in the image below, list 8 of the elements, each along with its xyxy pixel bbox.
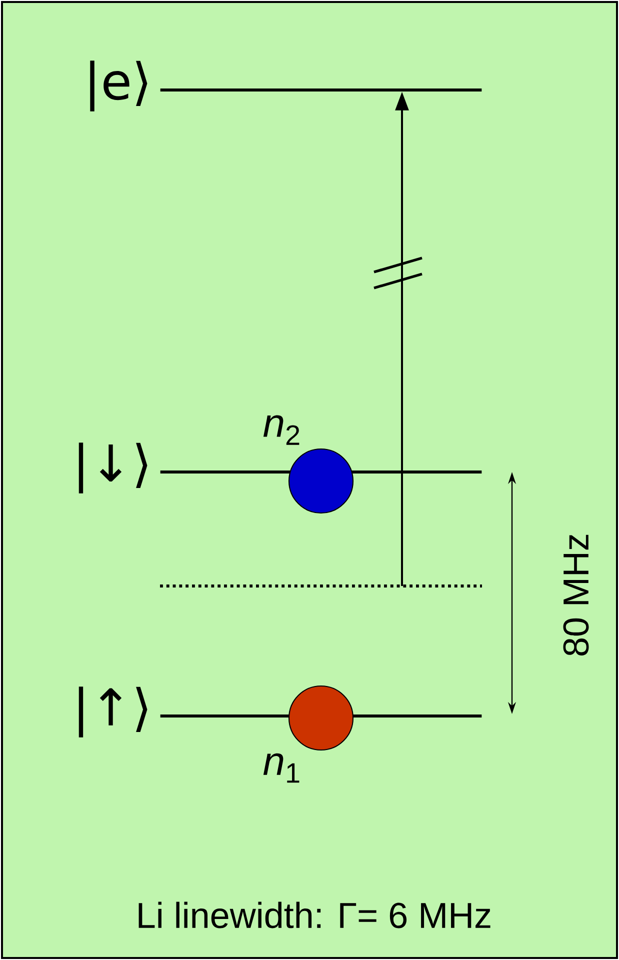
caption: Li linewidth: Γ= 6 MHz	[138, 902, 490, 928]
state-label: |↑⟩	[78, 686, 148, 738]
population-label: n$_{1}$	[263, 753, 300, 783]
state-label: |↓⟩	[78, 442, 148, 494]
population-label: n$_{2}$	[263, 415, 300, 445]
state-label: |e⟩	[90, 60, 148, 112]
frequency-label: 80 MHz	[563, 534, 589, 656]
virtual-level	[160, 584, 482, 588]
